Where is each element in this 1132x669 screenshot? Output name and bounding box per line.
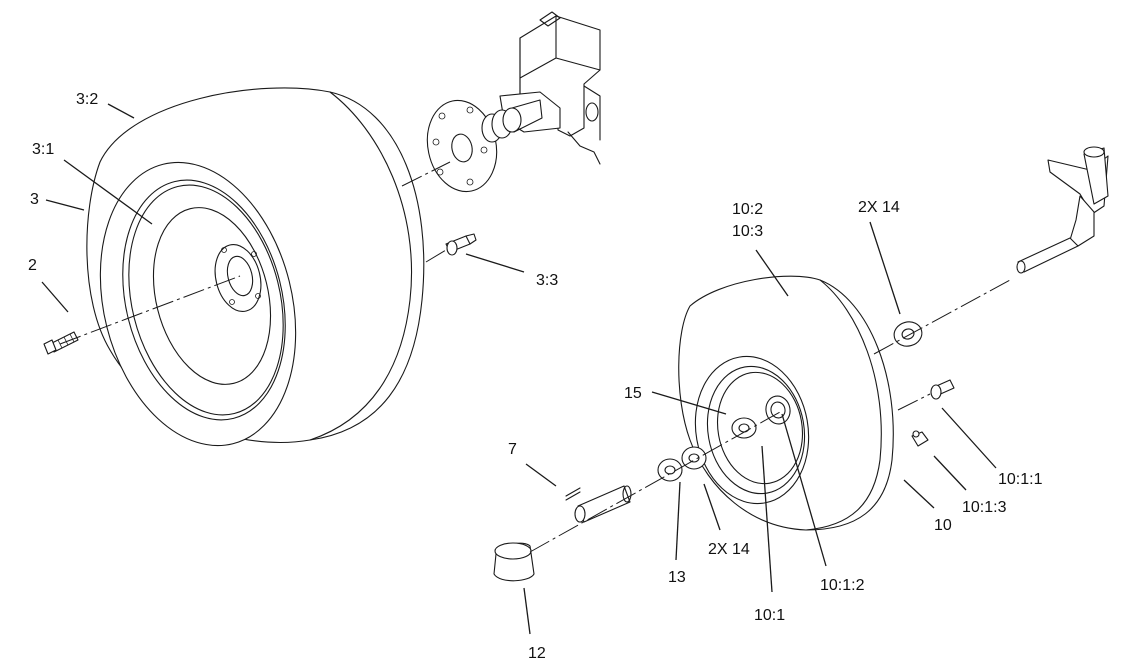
- callout-3-3: 3:3: [536, 272, 558, 289]
- grease-fitting: [911, 430, 929, 447]
- axis-line-right-lower: [529, 411, 781, 553]
- right-wheel-assembly: [678, 275, 894, 531]
- caster-fork: [1016, 146, 1109, 274]
- callout-10-1-1: 10:1:1: [998, 471, 1043, 488]
- callout-10-2: 10:2: [732, 201, 763, 218]
- callout-2: 2: [28, 257, 37, 274]
- axis-line-right-upper: [873, 279, 1011, 355]
- callout-10-3: 10:3: [732, 223, 763, 240]
- bolt-2: [43, 331, 79, 355]
- spacer-washer-13: [657, 458, 683, 482]
- callout-3-1: 3:1: [32, 141, 54, 158]
- spacer-washer-bottom: [681, 446, 707, 470]
- callout-3-2: 3:2: [76, 91, 98, 108]
- callout-10-1-3: 10:1:3: [962, 499, 1007, 516]
- valve-stem-right: [930, 379, 955, 400]
- leader-lines: [41, 103, 997, 635]
- callout-12: 12: [528, 645, 546, 662]
- callout-2x14-bottom: 2X 14: [708, 541, 750, 558]
- cotter-pin: [565, 487, 581, 501]
- callout-15: 15: [624, 385, 642, 402]
- axle-tube: [574, 485, 632, 523]
- axle-bracket-assembly: [499, 11, 601, 165]
- axis-line-left-wheel: [59, 275, 241, 345]
- axis-line-left-hub: [401, 161, 451, 187]
- bearing-nut-stack: [481, 99, 543, 143]
- callout-13: 13: [668, 569, 686, 586]
- spacer-washer-top: [893, 321, 923, 347]
- callout-7: 7: [508, 441, 517, 458]
- callout-10-1-2: 10:1:2: [820, 577, 865, 594]
- callout-3: 3: [30, 191, 39, 208]
- hub-flange: [426, 99, 498, 193]
- valve-stem-left: [445, 233, 477, 256]
- axis-line-right-valve: [897, 393, 931, 411]
- callout-10-1: 10:1: [754, 607, 785, 624]
- cap-12: [493, 542, 535, 582]
- callout-10: 10: [934, 517, 952, 534]
- axis-line-left-valve: [425, 249, 447, 263]
- callout-2x14-top: 2X 14: [858, 199, 900, 216]
- left-wheel-assembly: [86, 87, 425, 447]
